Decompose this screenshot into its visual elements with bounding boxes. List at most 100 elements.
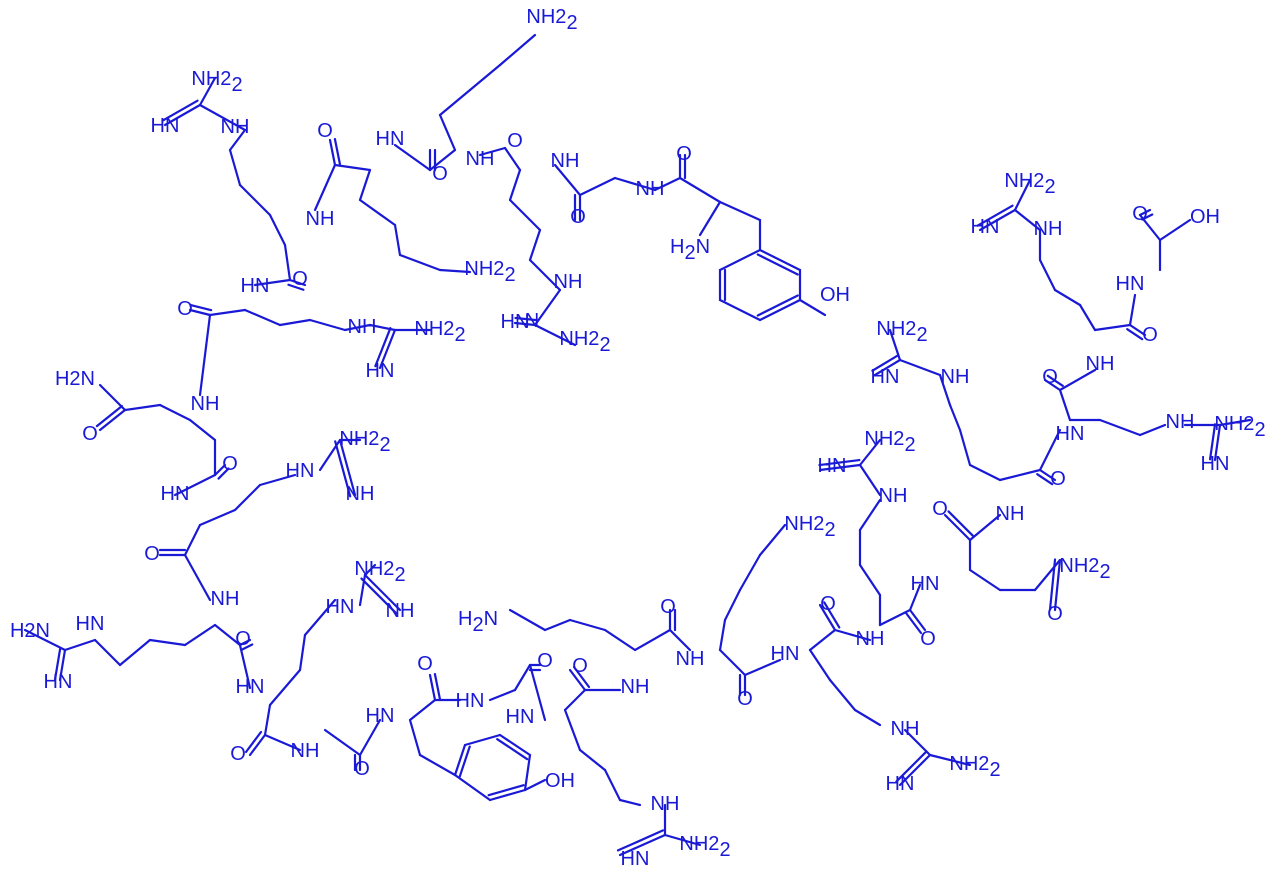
bond [718,618,727,652]
atom-label: HN [241,275,270,297]
bond [1158,218,1192,242]
atom-label: HN [456,690,485,712]
bond [1033,558,1062,592]
atom-label: NH [856,628,885,650]
bond [908,583,922,612]
bond [453,743,467,777]
bond [968,568,1002,592]
atom-label: NH [554,271,583,293]
bond [248,733,267,757]
bond [198,313,212,397]
atom-label: O [537,650,553,672]
bond [1141,213,1154,221]
atom-label: O [230,743,246,765]
bond [908,608,927,632]
bond [243,308,282,327]
atom-label: O [676,143,692,165]
bond [828,678,857,712]
bond [1046,374,1064,387]
bond [513,321,537,327]
bond [313,163,337,212]
atom-label: O [144,543,160,565]
bond [938,373,952,407]
atom-label: HN [376,128,405,150]
atom-label: O [932,498,948,520]
bond [616,829,665,852]
bond [873,358,902,377]
bond [898,358,942,377]
atom-label: NH [651,793,680,815]
bond [298,633,307,672]
bond [1038,258,1057,292]
bond [183,623,217,647]
bond [948,403,962,432]
atom-label: O [737,688,753,710]
bond [858,463,882,497]
bond [228,148,242,187]
bond [878,608,912,627]
bond [976,204,1014,227]
atom-label: NH [636,178,665,200]
atom-label: NH [1166,411,1195,433]
bond [958,428,972,467]
bond [463,733,502,747]
bond [633,628,672,652]
bond [333,137,342,166]
atom-label: NH22 [876,318,927,346]
bond [1138,423,1167,437]
bond [513,663,532,692]
bond [758,523,787,557]
bond [258,473,297,487]
bond [198,76,217,107]
bond [98,408,127,432]
bond [498,733,532,757]
bond [947,510,975,538]
bond [756,253,799,276]
bond [943,513,972,542]
atom-label: NH [466,148,495,170]
bond [563,688,587,712]
bond [718,648,747,677]
bond [528,663,547,722]
bond [323,728,362,757]
atom-label: NH22 [864,428,915,456]
atom-label: OH [545,770,575,792]
bond [618,798,642,807]
atom-label: HN [286,460,315,482]
bond [228,128,247,152]
atom-label: HN [818,455,847,477]
atom-label: NH [941,366,970,388]
bond [63,638,97,652]
atom-label: HN [1056,423,1085,445]
bond [553,163,582,197]
bond [904,611,923,635]
bond [198,103,247,132]
bond [808,628,837,652]
atom-label: O [177,298,193,320]
bond [578,176,617,197]
bond [1038,468,1057,482]
atom-label: O [572,655,588,677]
bond [533,288,562,327]
bond [1048,558,1057,611]
bond [743,658,782,677]
bond [738,553,762,592]
bond [603,768,622,802]
bond [287,283,305,291]
bond [1208,423,1217,461]
bond [360,577,398,615]
bond [238,638,252,647]
atom-label: NH [996,503,1025,525]
bond [487,784,525,797]
atom-label: O [507,130,523,152]
atom-label: O [235,628,251,650]
bond [663,833,702,847]
bond [53,648,62,681]
bond [1058,388,1072,422]
atom-label: HN [771,643,800,665]
atom-label: NH [879,485,908,507]
atom-label: NH22 [784,513,835,541]
bond [568,668,587,692]
bond [268,213,287,247]
bond [1058,368,1097,392]
